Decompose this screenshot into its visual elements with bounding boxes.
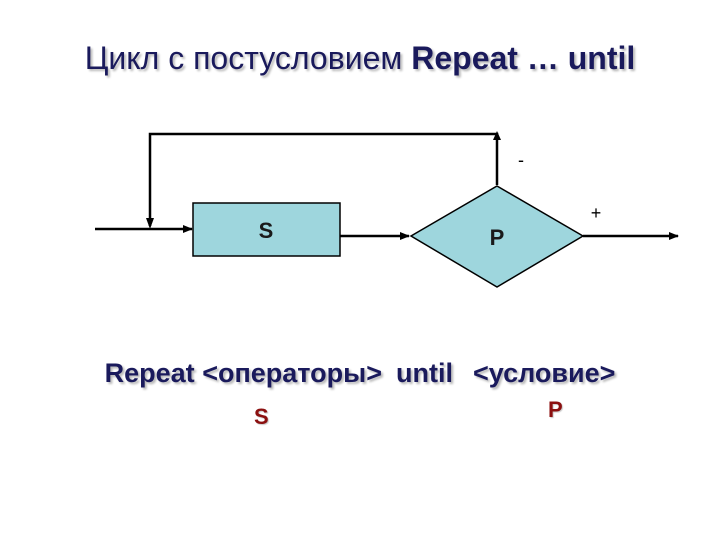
syntax-until-keyword: until (395, 358, 453, 388)
syntax-line: Repeat <операторы> until <условие> (0, 358, 720, 389)
loop-up-arrow-head (493, 131, 501, 140)
syntax-repeat-keyword: Repeat (104, 358, 195, 388)
condition-marker: P (548, 397, 563, 422)
true-branch-label: + (591, 203, 602, 223)
syntax-operators: <операторы> (202, 358, 382, 388)
loop-back-line (148, 132, 499, 226)
statement-block (192, 202, 341, 257)
title-keywords: Repeat … until (411, 40, 636, 76)
statement-marker: S (254, 404, 269, 429)
false-branch-label: - (518, 150, 524, 170)
syntax-condition: <условие> (472, 358, 616, 388)
title-prefix: Цикл с постусловием (84, 40, 403, 76)
condition-label: P (490, 225, 505, 250)
condition-diamond (409, 185, 585, 288)
loop-back-arrow-head (146, 218, 154, 229)
statement-label: S (259, 218, 274, 243)
slide-title: Цикл с постусловием Repeat … until (0, 40, 720, 77)
